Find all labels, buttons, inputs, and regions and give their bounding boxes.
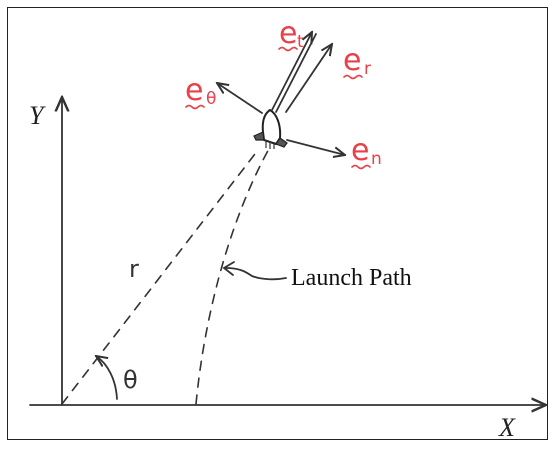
e-n-sub: n bbox=[371, 149, 382, 169]
radius-label: r bbox=[129, 255, 139, 283]
e-t-squiggle bbox=[278, 46, 298, 52]
theta-arc bbox=[96, 356, 118, 400]
caption-pointer-head bbox=[222, 261, 235, 276]
e-n-squiggle bbox=[351, 164, 371, 170]
e-r-main: e bbox=[343, 43, 361, 78]
caption-pointer bbox=[225, 267, 287, 281]
y-axis-label: Y bbox=[29, 101, 46, 130]
e-r-sub: r bbox=[364, 59, 371, 79]
label-e-theta: e θ bbox=[185, 73, 216, 110]
label-e-r: e r bbox=[343, 43, 371, 80]
figure-frame bbox=[7, 7, 548, 440]
e-t-arrow-outline bbox=[275, 33, 317, 113]
e-t-main: e bbox=[279, 16, 297, 51]
theta-label: θ bbox=[123, 366, 138, 394]
e-n-main: e bbox=[351, 133, 369, 168]
e-r-arrow bbox=[285, 44, 332, 113]
e-theta-sub: θ bbox=[206, 89, 216, 109]
label-e-n: e n bbox=[351, 133, 382, 170]
e-t-arrow bbox=[271, 32, 312, 111]
e-t-sub: t bbox=[297, 32, 304, 52]
launch-path-caption: Launch Path bbox=[291, 265, 412, 291]
rocket-icon bbox=[253, 108, 288, 149]
unit-vectors bbox=[217, 32, 345, 155]
e-n-arrow bbox=[286, 139, 345, 155]
launch-path bbox=[195, 146, 271, 405]
e-theta-main: e bbox=[185, 73, 203, 108]
e-r-squiggle bbox=[343, 74, 363, 80]
x-axis-label: X bbox=[498, 413, 516, 442]
e-theta-squiggle bbox=[185, 104, 205, 110]
label-e-t: e t bbox=[278, 16, 304, 52]
e-theta-arrow bbox=[217, 83, 263, 114]
radius-line bbox=[61, 149, 259, 405]
axes: Y X bbox=[29, 97, 546, 442]
